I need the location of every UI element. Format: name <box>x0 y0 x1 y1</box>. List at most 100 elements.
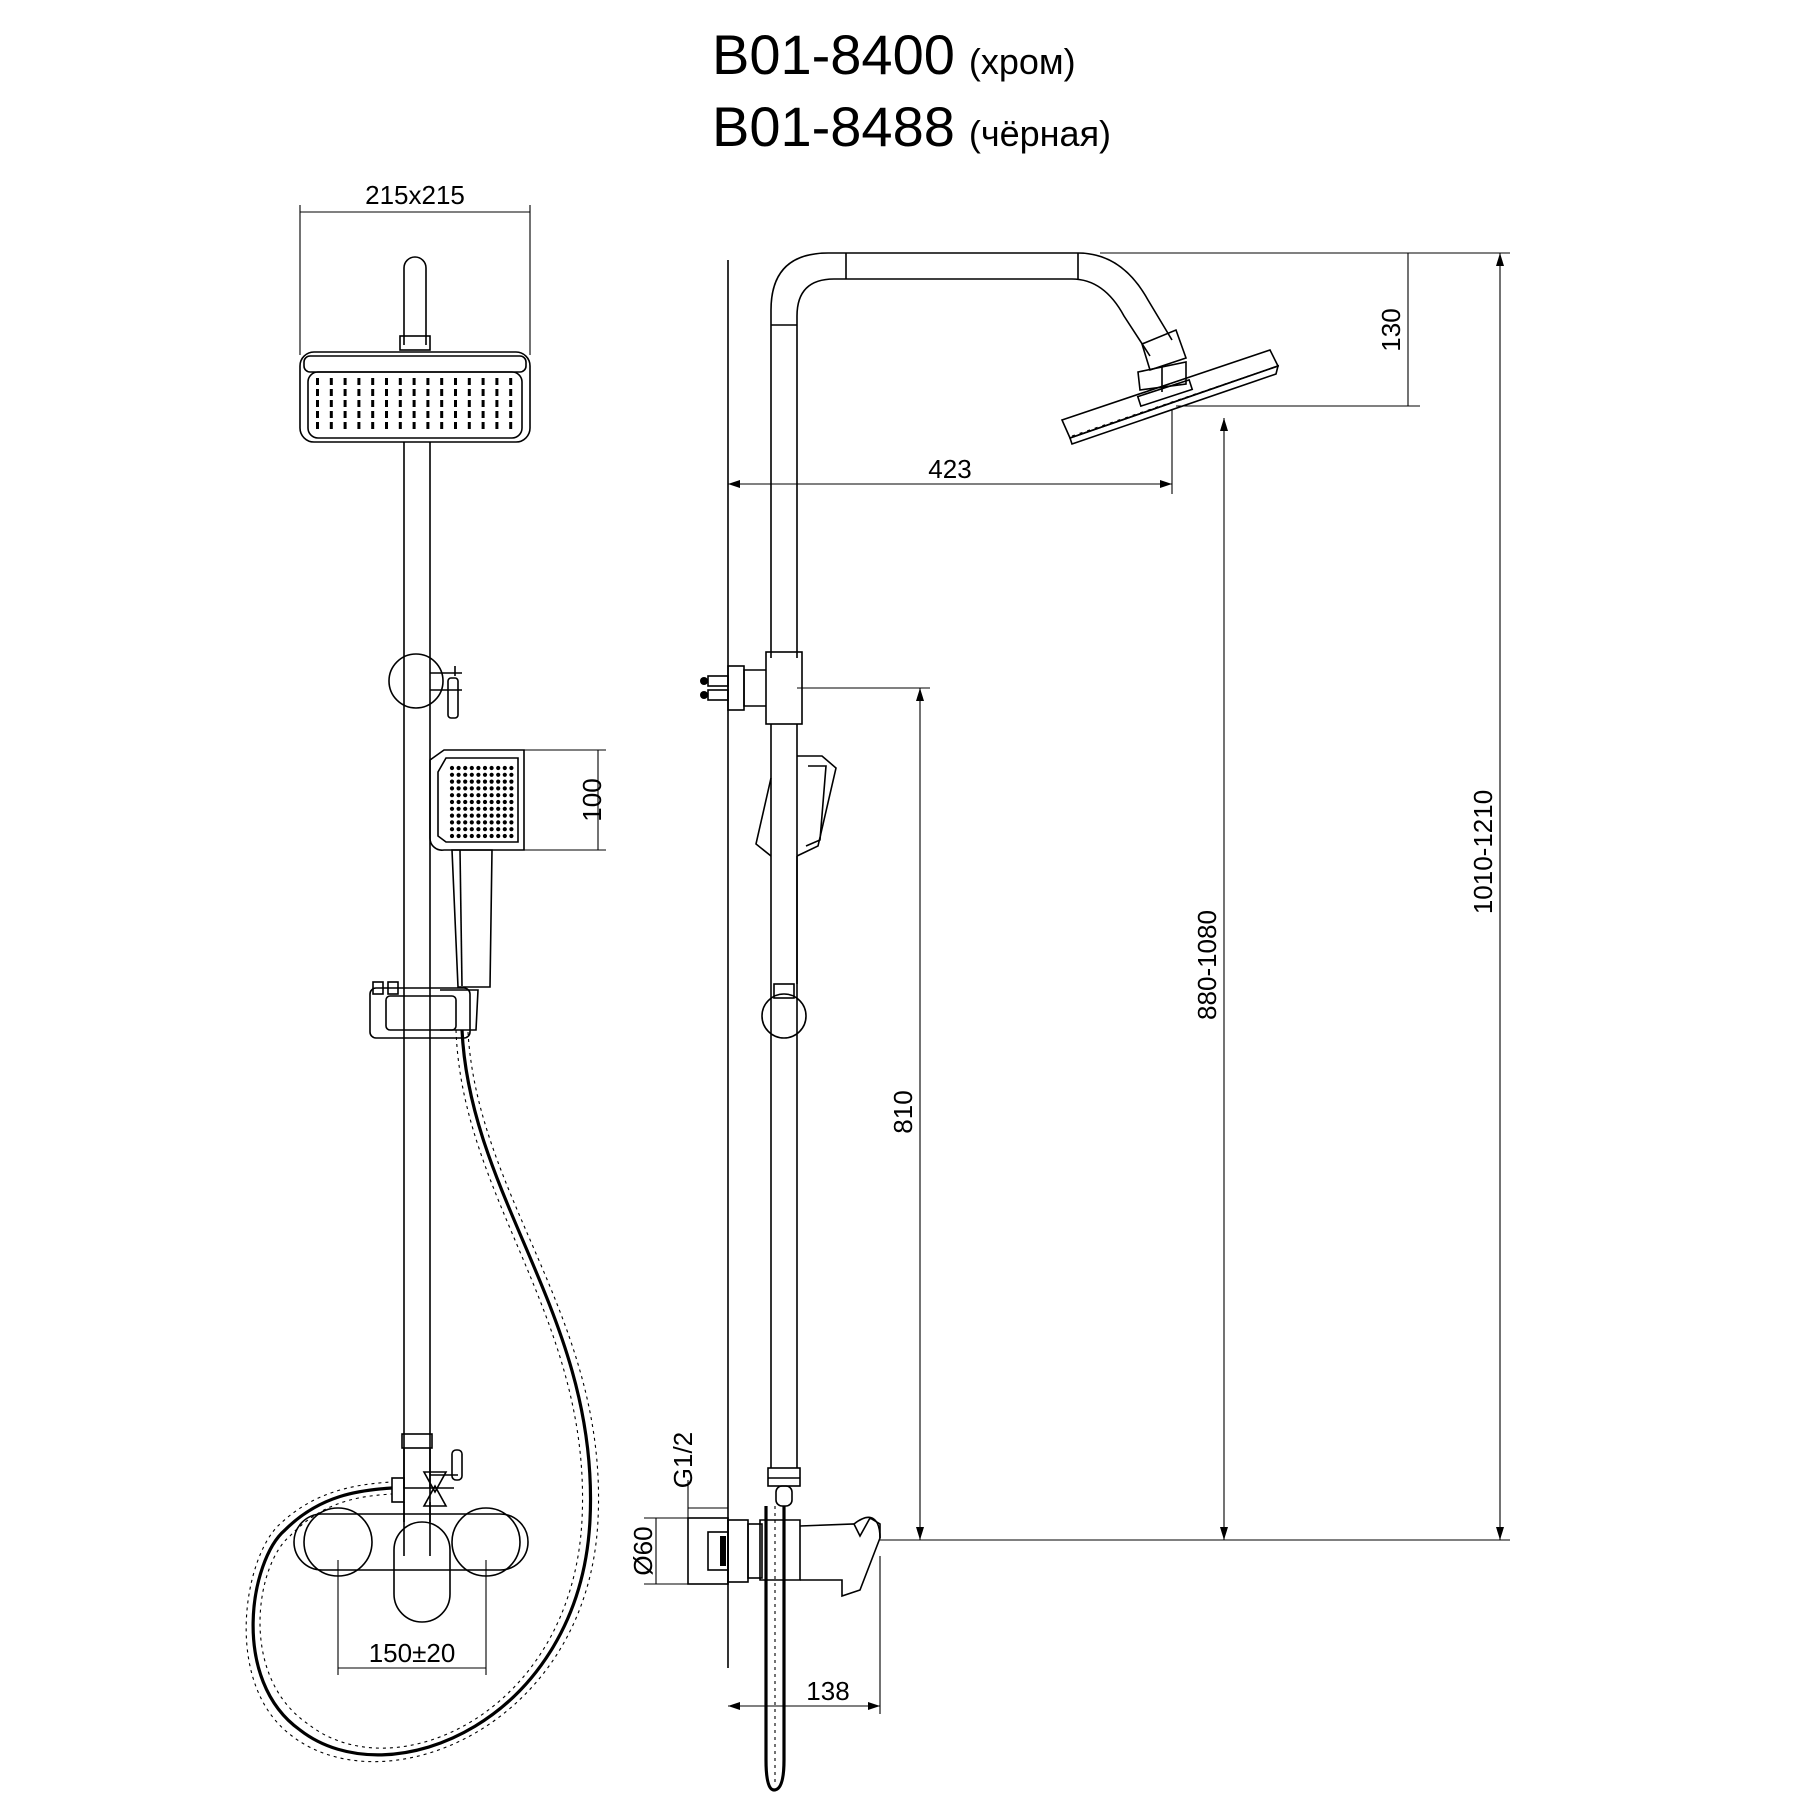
hand-nozzle <box>509 779 514 784</box>
nozzle <box>316 422 319 429</box>
mixer-front: 150±20 <box>293 1433 529 1675</box>
hand-nozzle <box>449 806 455 811</box>
slider-holder-side <box>761 983 807 1039</box>
hand-nozzle <box>456 793 461 798</box>
model-code-black: B01-8488 <box>712 95 955 158</box>
nozzle <box>329 411 333 418</box>
hand-nozzle <box>482 833 488 839</box>
hand-nozzle <box>469 779 474 784</box>
nozzle <box>329 400 333 407</box>
hand-nozzle <box>502 833 507 839</box>
dim-total-height: 1010-1210 <box>1408 252 1510 1540</box>
hand-nozzle <box>496 833 501 839</box>
hand-nozzle <box>476 786 481 791</box>
nozzle <box>454 411 457 418</box>
hand-nozzle <box>456 806 461 811</box>
nozzle <box>440 389 444 396</box>
hand-nozzle <box>482 772 488 777</box>
nozzle <box>412 400 416 407</box>
hand-nozzle <box>489 793 494 798</box>
hand-nozzle <box>449 765 455 771</box>
hand-nozzle <box>463 779 468 784</box>
hand-nozzle <box>502 813 507 818</box>
hand-nozzle <box>509 833 514 839</box>
dim-thread: G1/2 <box>668 1432 728 1518</box>
hand-nozzle <box>469 772 474 777</box>
hand-nozzle <box>469 813 474 818</box>
nozzle <box>371 411 375 418</box>
hand-nozzle <box>502 786 507 791</box>
hand-nozzle <box>456 786 461 791</box>
hand-nozzle <box>496 827 501 832</box>
hand-nozzle <box>489 772 494 777</box>
hand-nozzle <box>476 772 481 777</box>
nozzle <box>481 389 485 396</box>
hand-nozzle <box>463 799 468 805</box>
nozzle <box>316 389 319 396</box>
nozzle <box>398 389 402 396</box>
hand-nozzle <box>463 765 468 771</box>
hand-nozzle <box>482 786 488 791</box>
nozzle <box>371 422 375 429</box>
hand-nozzle <box>496 799 501 805</box>
nozzle <box>343 389 347 396</box>
nozzle <box>371 378 375 385</box>
nozzle <box>495 378 499 385</box>
hand-nozzle <box>469 806 474 811</box>
label-mixer-depth: 138 <box>806 1676 849 1706</box>
hand-nozzle <box>469 799 474 805</box>
nozzle <box>371 389 375 396</box>
label-hand-shower-size: 100 <box>577 778 607 821</box>
hand-nozzle <box>469 827 474 832</box>
hand-nozzle <box>449 793 455 798</box>
rain-shower-head-front <box>299 351 531 443</box>
hand-nozzle <box>463 786 468 791</box>
side-view: 423 130 1010-1210 880-1080 <box>628 252 1510 1792</box>
hand-nozzle <box>509 820 514 825</box>
label-arm-reach: 423 <box>928 454 971 484</box>
nozzle <box>509 411 513 418</box>
nozzle <box>481 400 485 407</box>
hand-nozzle <box>482 820 488 825</box>
label-head-height: 880-1080 <box>1192 910 1222 1020</box>
hand-nozzle <box>463 833 468 839</box>
nozzle <box>440 400 444 407</box>
hand-nozzle <box>482 813 488 818</box>
hand-nozzle <box>476 813 481 818</box>
hand-nozzle <box>456 813 461 818</box>
hand-nozzle <box>449 772 455 777</box>
dim-diverter-height: 810 <box>797 687 1510 1541</box>
hand-shower-front: 100 <box>429 749 607 988</box>
hand-nozzle <box>509 806 514 811</box>
hand-nozzle <box>482 806 488 811</box>
nozzle <box>398 422 402 429</box>
hand-nozzle <box>489 813 494 818</box>
hand-nozzle <box>482 827 488 832</box>
nozzle <box>398 411 402 418</box>
slider-holder-front <box>369 981 479 1039</box>
nozzle <box>467 389 471 396</box>
hand-nozzle <box>476 827 481 832</box>
hand-nozzle <box>463 806 468 811</box>
nozzle <box>329 389 333 396</box>
hand-nozzle <box>502 772 507 777</box>
nozzle <box>385 389 388 396</box>
hand-nozzle <box>489 786 494 791</box>
nozzle <box>440 411 444 418</box>
overhead-arm <box>770 252 1188 658</box>
hand-nozzle <box>476 806 481 811</box>
nozzle <box>495 411 499 418</box>
hand-nozzle <box>502 806 507 811</box>
hand-nozzle <box>489 765 494 771</box>
hand-nozzle <box>469 820 474 825</box>
nozzle <box>495 389 499 396</box>
nozzle <box>412 378 416 385</box>
nozzle <box>426 411 430 418</box>
hand-nozzle <box>496 793 501 798</box>
title-line-2: B01-8488(чёрная) <box>712 94 1111 159</box>
hand-nozzle <box>509 772 514 777</box>
hand-nozzle <box>456 799 461 805</box>
hand-nozzle <box>449 779 455 784</box>
hand-nozzle <box>509 827 514 832</box>
dim-arm-reach: 423 <box>728 410 1173 494</box>
